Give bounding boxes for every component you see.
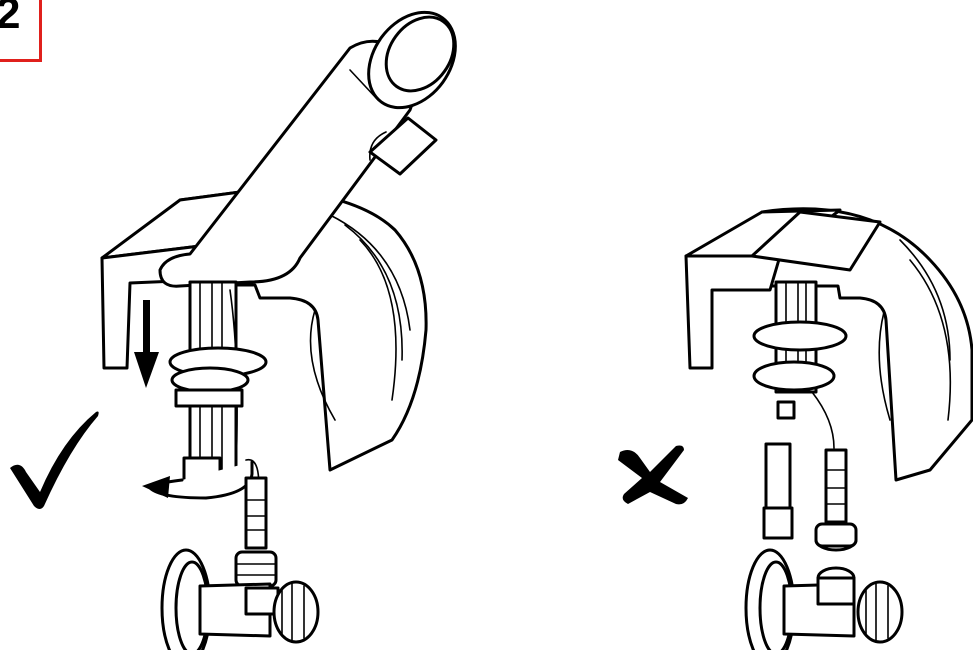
incorrect-installation — [618, 207, 973, 650]
cross-icon — [618, 445, 688, 505]
push-down-arrow — [134, 300, 159, 388]
step-badge: 2 — [0, 0, 42, 62]
basin-right — [684, 207, 973, 482]
angle-valve-right — [744, 548, 904, 650]
step-number: 2 — [0, 0, 21, 38]
correct-installation — [10, 10, 457, 650]
angle-valve-left — [160, 548, 320, 650]
faucet-left — [158, 10, 457, 288]
shank-left — [168, 280, 268, 490]
hose-connector-left — [234, 458, 278, 588]
shank-right — [752, 280, 858, 552]
checkmark-icon — [10, 411, 99, 509]
rotate-arrow — [142, 460, 254, 500]
